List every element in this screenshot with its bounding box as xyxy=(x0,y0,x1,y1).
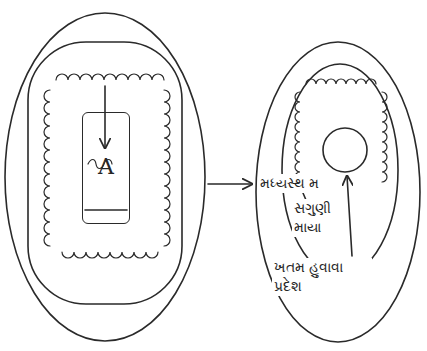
transition-arrow xyxy=(208,183,252,185)
node-label: A xyxy=(83,155,129,179)
part-label: મધ્યસ્થ મ xyxy=(258,174,324,193)
part-label: ખતમ હુવાવા પ્રદેશ xyxy=(272,258,372,296)
outer-wall xyxy=(256,42,420,342)
pointer-line xyxy=(104,86,106,148)
scallop-layer xyxy=(44,74,170,258)
leader-line xyxy=(347,176,352,256)
empty-region xyxy=(323,128,367,172)
inner-box: A xyxy=(82,112,130,224)
part-label: સગુણી માયા xyxy=(292,199,342,237)
outer-wall xyxy=(5,13,205,341)
base-line xyxy=(85,209,127,211)
inner-membrane xyxy=(282,64,398,276)
inner-membrane xyxy=(28,42,182,304)
scallop-layer xyxy=(295,79,387,182)
